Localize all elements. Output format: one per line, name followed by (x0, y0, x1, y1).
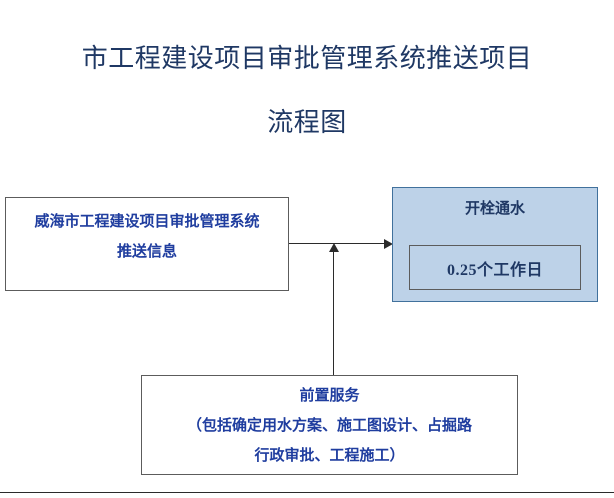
node-source-line-2: 推送信息 (116, 244, 177, 260)
node-stage-title: 开栓通水 (464, 201, 525, 217)
node-source-text-group: 威海市工程建设项目审批管理系统 推送信息 (6, 207, 288, 267)
node-source-line-1: 威海市工程建设项目审批管理系统 (34, 214, 260, 230)
node-stage-duration-box: 0.25个工作日 (409, 245, 581, 290)
node-preservice-text-group: 前置服务 （包括确定用水方案、施工图设计、占掘路 行政审批、工程施工） (142, 381, 517, 471)
node-preservice-line-2: （包括确定用水方案、施工图设计、占掘路 (186, 418, 472, 434)
node-stage-duration-value: 0.25个工作日 (446, 261, 543, 279)
node-source-push-info[interactable]: 威海市工程建设项目审批管理系统 推送信息 (5, 197, 289, 291)
node-preservice[interactable]: 前置服务 （包括确定用水方案、施工图设计、占掘路 行政审批、工程施工） (141, 375, 518, 475)
connector-preservice-to-flow (333, 248, 334, 375)
node-preservice-line-1: 前置服务 (299, 388, 360, 404)
arrow-up-icon (329, 243, 339, 252)
page-title-line-2: 流程图 (267, 108, 347, 137)
footer-divider (0, 492, 614, 493)
page-title-line-1: 市工程建设项目审批管理系统推送项目 (81, 44, 533, 73)
arrow-right-icon (384, 239, 393, 249)
node-stage-water-connection[interactable]: 开栓通水 0.25个工作日 (392, 187, 598, 302)
node-preservice-line-3: 行政审批、工程施工） (254, 448, 405, 464)
